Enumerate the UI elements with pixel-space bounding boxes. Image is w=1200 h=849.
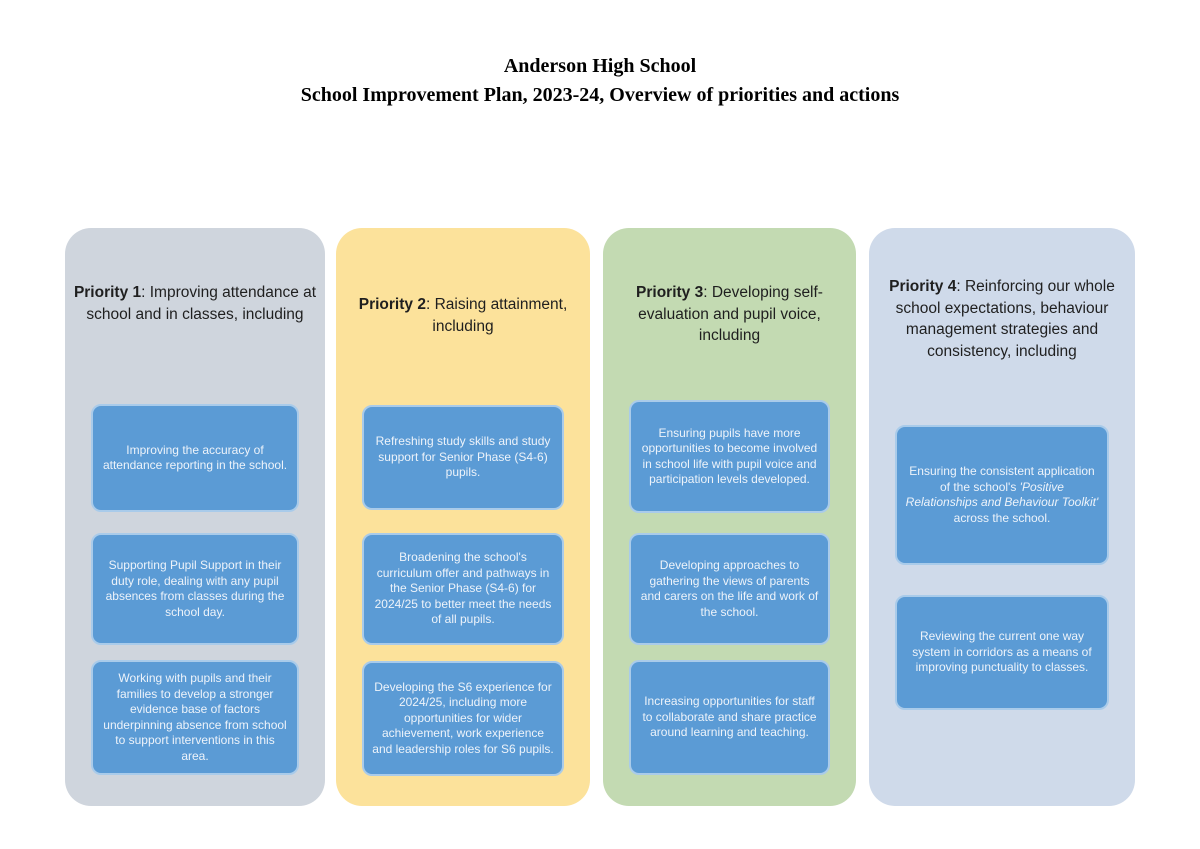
priority-1-action-3: Working with pupils and their families t… <box>91 660 299 775</box>
priority-3-column: Priority 3: Developing self-evaluation a… <box>603 228 856 806</box>
priority-4-action-2: Reviewing the current one way system in … <box>895 595 1109 710</box>
page-title-line2: School Improvement Plan, 2023-24, Overvi… <box>300 84 900 106</box>
priority-4-header-text: : Reinforcing our whole school expectati… <box>895 278 1115 360</box>
action-text: Ensuring pupils have more opportunities … <box>641 425 818 487</box>
priority-3-label: Priority 3 <box>636 284 704 301</box>
priority-2-action-2: Broadening the school's curriculum offer… <box>362 533 564 645</box>
action-text-plain: Ensuring the consistent application of t… <box>909 464 1095 494</box>
priority-1-header-text: : Improving attendance at school and in … <box>86 284 317 323</box>
priority-1-label: Priority 1 <box>73 284 142 301</box>
priority-3-action-3: Increasing opportunities for staff to co… <box>629 660 830 775</box>
action-text: Increasing opportunities for staff to co… <box>642 694 817 740</box>
priority-1-action-1: Improving the accuracy of attendance rep… <box>91 404 299 512</box>
action-text: Supporting Pupil Support in their duty r… <box>105 558 285 619</box>
priority-3-action-1: Ensuring pupils have more opportunities … <box>629 400 830 513</box>
action-text: Improving the accuracy of attendance rep… <box>102 442 288 473</box>
priority-3-header: Priority 3: Developing self-evaluation a… <box>609 282 850 347</box>
action-text: Developing approaches to gathering the v… <box>640 558 819 619</box>
action-text-plain: across the school. <box>953 510 1051 525</box>
priority-1-column: Priority 1: Improving attendance at scho… <box>65 228 325 806</box>
action-text: Ensuring the consistent application of t… <box>905 464 1099 526</box>
priority-3-header-text: : Developing self-evaluation and pupil v… <box>638 284 823 344</box>
priority-4-header: Priority 4: Reinforcing our whole school… <box>873 276 1131 362</box>
priority-1-action-2: Supporting Pupil Support in their duty r… <box>91 533 299 645</box>
action-text: Reviewing the current one way system in … <box>912 629 1092 675</box>
priority-2-action-1: Refreshing study skills and study suppor… <box>362 405 564 510</box>
page-title-line1: Anderson High School <box>503 55 697 77</box>
action-text: Working with pupils and their families t… <box>103 671 287 763</box>
priority-2-action-3: Developing the S6 experience for 2024/25… <box>362 661 564 776</box>
priority-2-label: Priority 2 <box>358 296 426 313</box>
priority-2-header-text: : Raising attainment, including <box>425 296 568 335</box>
priority-4-label: Priority 4 <box>889 278 957 295</box>
priority-3-action-2: Developing approaches to gathering the v… <box>629 533 830 645</box>
priority-4-column: Priority 4: Reinforcing our whole school… <box>869 228 1135 806</box>
action-text: Refreshing study skills and study suppor… <box>375 434 551 480</box>
priority-1-header: Priority 1: Improving attendance at scho… <box>71 282 319 325</box>
priority-4-action-1: Ensuring the consistent application of t… <box>895 425 1109 565</box>
action-text: Broadening the school's curriculum offer… <box>374 550 552 627</box>
action-text-italic: 'Positive Relationships and Behaviour To… <box>905 479 1099 510</box>
priority-2-column: Priority 2: Raising attainment, includin… <box>336 228 590 806</box>
page-title: Anderson High School School Improvement … <box>0 52 1200 110</box>
action-text: Developing the S6 experience for 2024/25… <box>372 679 554 756</box>
priority-2-header: Priority 2: Raising attainment, includin… <box>342 294 584 337</box>
